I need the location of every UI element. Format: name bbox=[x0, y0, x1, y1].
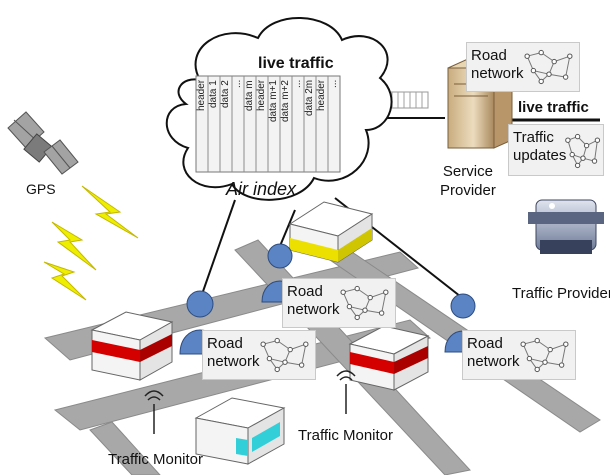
road-graph-edge bbox=[290, 343, 306, 351]
gps-signal-icon bbox=[43, 185, 139, 301]
air-index-slot: data 1 bbox=[208, 80, 219, 108]
air-index-slot: data m+1 bbox=[268, 80, 279, 122]
road-graph-node bbox=[558, 362, 565, 368]
road-graph-node bbox=[383, 289, 389, 295]
air-index-slot: ... bbox=[328, 80, 339, 89]
traffic-updates-label: Traffic updates bbox=[513, 129, 567, 164]
building-red-right bbox=[348, 325, 430, 391]
road-graph-node bbox=[520, 341, 526, 347]
service-provider-label: Service Provider bbox=[440, 163, 496, 199]
road-graph-edge bbox=[550, 343, 566, 351]
traffic-provider-label: Traffic Provider bbox=[512, 285, 610, 302]
air-index-slot: data 2 bbox=[220, 80, 231, 108]
road-network-label: Road network bbox=[471, 47, 524, 82]
gps-satellite-icon bbox=[7, 111, 79, 175]
road-graph-node bbox=[530, 67, 537, 74]
road-graph-edge bbox=[284, 361, 302, 366]
road-graph-node bbox=[524, 53, 530, 59]
road-graph-node bbox=[362, 307, 368, 313]
road-graph-node bbox=[303, 341, 309, 347]
air-index-slot: header bbox=[196, 80, 207, 112]
traffic-monitor-label: Traffic Monitor bbox=[108, 451, 204, 468]
road-graph-node bbox=[526, 355, 533, 362]
road-graph-node bbox=[594, 137, 601, 143]
road-graph-node bbox=[546, 71, 552, 77]
road-network-label: Road network bbox=[287, 283, 340, 318]
road-graph-node bbox=[580, 155, 586, 161]
road-graph-node bbox=[567, 53, 573, 59]
road-graph-node bbox=[534, 337, 540, 344]
road-network-panel: Road network bbox=[282, 278, 396, 328]
road-graph-edge bbox=[554, 55, 570, 63]
air-index-slot: header bbox=[316, 80, 327, 112]
road-graph-node bbox=[591, 158, 598, 164]
road-graph-edge bbox=[381, 292, 387, 314]
road-graph-edge bbox=[364, 309, 382, 314]
road-graph-node bbox=[563, 341, 569, 347]
road-graph-node bbox=[565, 137, 571, 143]
building-cyan bbox=[194, 397, 286, 465]
road-graph-node bbox=[298, 362, 305, 368]
road-network-panel: Road network bbox=[202, 330, 316, 380]
road-graph-icon bbox=[524, 49, 573, 85]
road-graph-icon bbox=[260, 337, 309, 373]
air-index-slot: data 2m bbox=[304, 80, 315, 117]
road-graph-edge bbox=[565, 56, 571, 78]
road-graph-node bbox=[287, 346, 293, 353]
road-graph-edge bbox=[301, 344, 307, 366]
traffic-provider-icon bbox=[528, 199, 604, 254]
road-network-label: Road network bbox=[467, 335, 520, 370]
road-graph-node bbox=[574, 162, 581, 169]
antenna-icon bbox=[144, 370, 356, 434]
road-graph-node bbox=[354, 314, 360, 321]
road-graph-edge bbox=[561, 344, 567, 366]
road-graph-node bbox=[538, 49, 544, 56]
road-graph-node bbox=[274, 337, 280, 344]
road-graph-icon bbox=[340, 285, 389, 321]
road-graph-node bbox=[282, 359, 288, 365]
air-index-slot: ... bbox=[292, 80, 303, 89]
road-graph-edge bbox=[544, 361, 562, 366]
air-index-slot: data m bbox=[244, 80, 255, 111]
air-index-slot: ... bbox=[232, 80, 243, 89]
road-graph-node bbox=[534, 366, 540, 373]
road-graph-node bbox=[340, 289, 346, 295]
road-graph-node bbox=[562, 74, 569, 80]
building-red-left bbox=[90, 311, 174, 381]
road-graph-node bbox=[260, 341, 266, 347]
air-index-slot: data m+2 bbox=[280, 80, 291, 122]
road-graph-node bbox=[346, 303, 353, 310]
road-graph-node bbox=[367, 294, 373, 301]
road-graph-icon bbox=[565, 133, 601, 169]
road-graph-node bbox=[574, 133, 581, 140]
road-graph-node bbox=[354, 285, 360, 292]
traffic-monitor-label: Traffic Monitor bbox=[298, 427, 394, 444]
road-graph-node bbox=[266, 355, 273, 362]
road-graph-node bbox=[547, 346, 553, 353]
road-graph-edge bbox=[370, 291, 386, 299]
link-label: live traffic bbox=[518, 99, 589, 116]
road-graph-node bbox=[274, 366, 280, 373]
gps-label: GPS bbox=[26, 181, 56, 197]
traffic-updates-panel: Traffic updates bbox=[508, 124, 604, 176]
road-graph-node bbox=[569, 151, 575, 158]
road-network-label: Road network bbox=[207, 335, 260, 370]
road-graph-node bbox=[542, 359, 548, 365]
air-index-caption: Air index bbox=[226, 179, 297, 199]
road-graph-edge bbox=[594, 140, 598, 162]
building-yellow bbox=[288, 201, 374, 263]
road-graph-node bbox=[583, 142, 590, 149]
air-index-slot: header bbox=[256, 80, 267, 112]
road-network-panel: Road network bbox=[462, 330, 576, 380]
road-graph-edge bbox=[548, 73, 566, 78]
road-graph-icon bbox=[520, 337, 569, 373]
road-graph-node bbox=[551, 58, 557, 65]
road-graph-node bbox=[378, 310, 385, 316]
road-network-panel: Road network bbox=[466, 42, 580, 92]
road-graph-node bbox=[538, 78, 544, 85]
cloud-title: live traffic bbox=[258, 55, 334, 72]
